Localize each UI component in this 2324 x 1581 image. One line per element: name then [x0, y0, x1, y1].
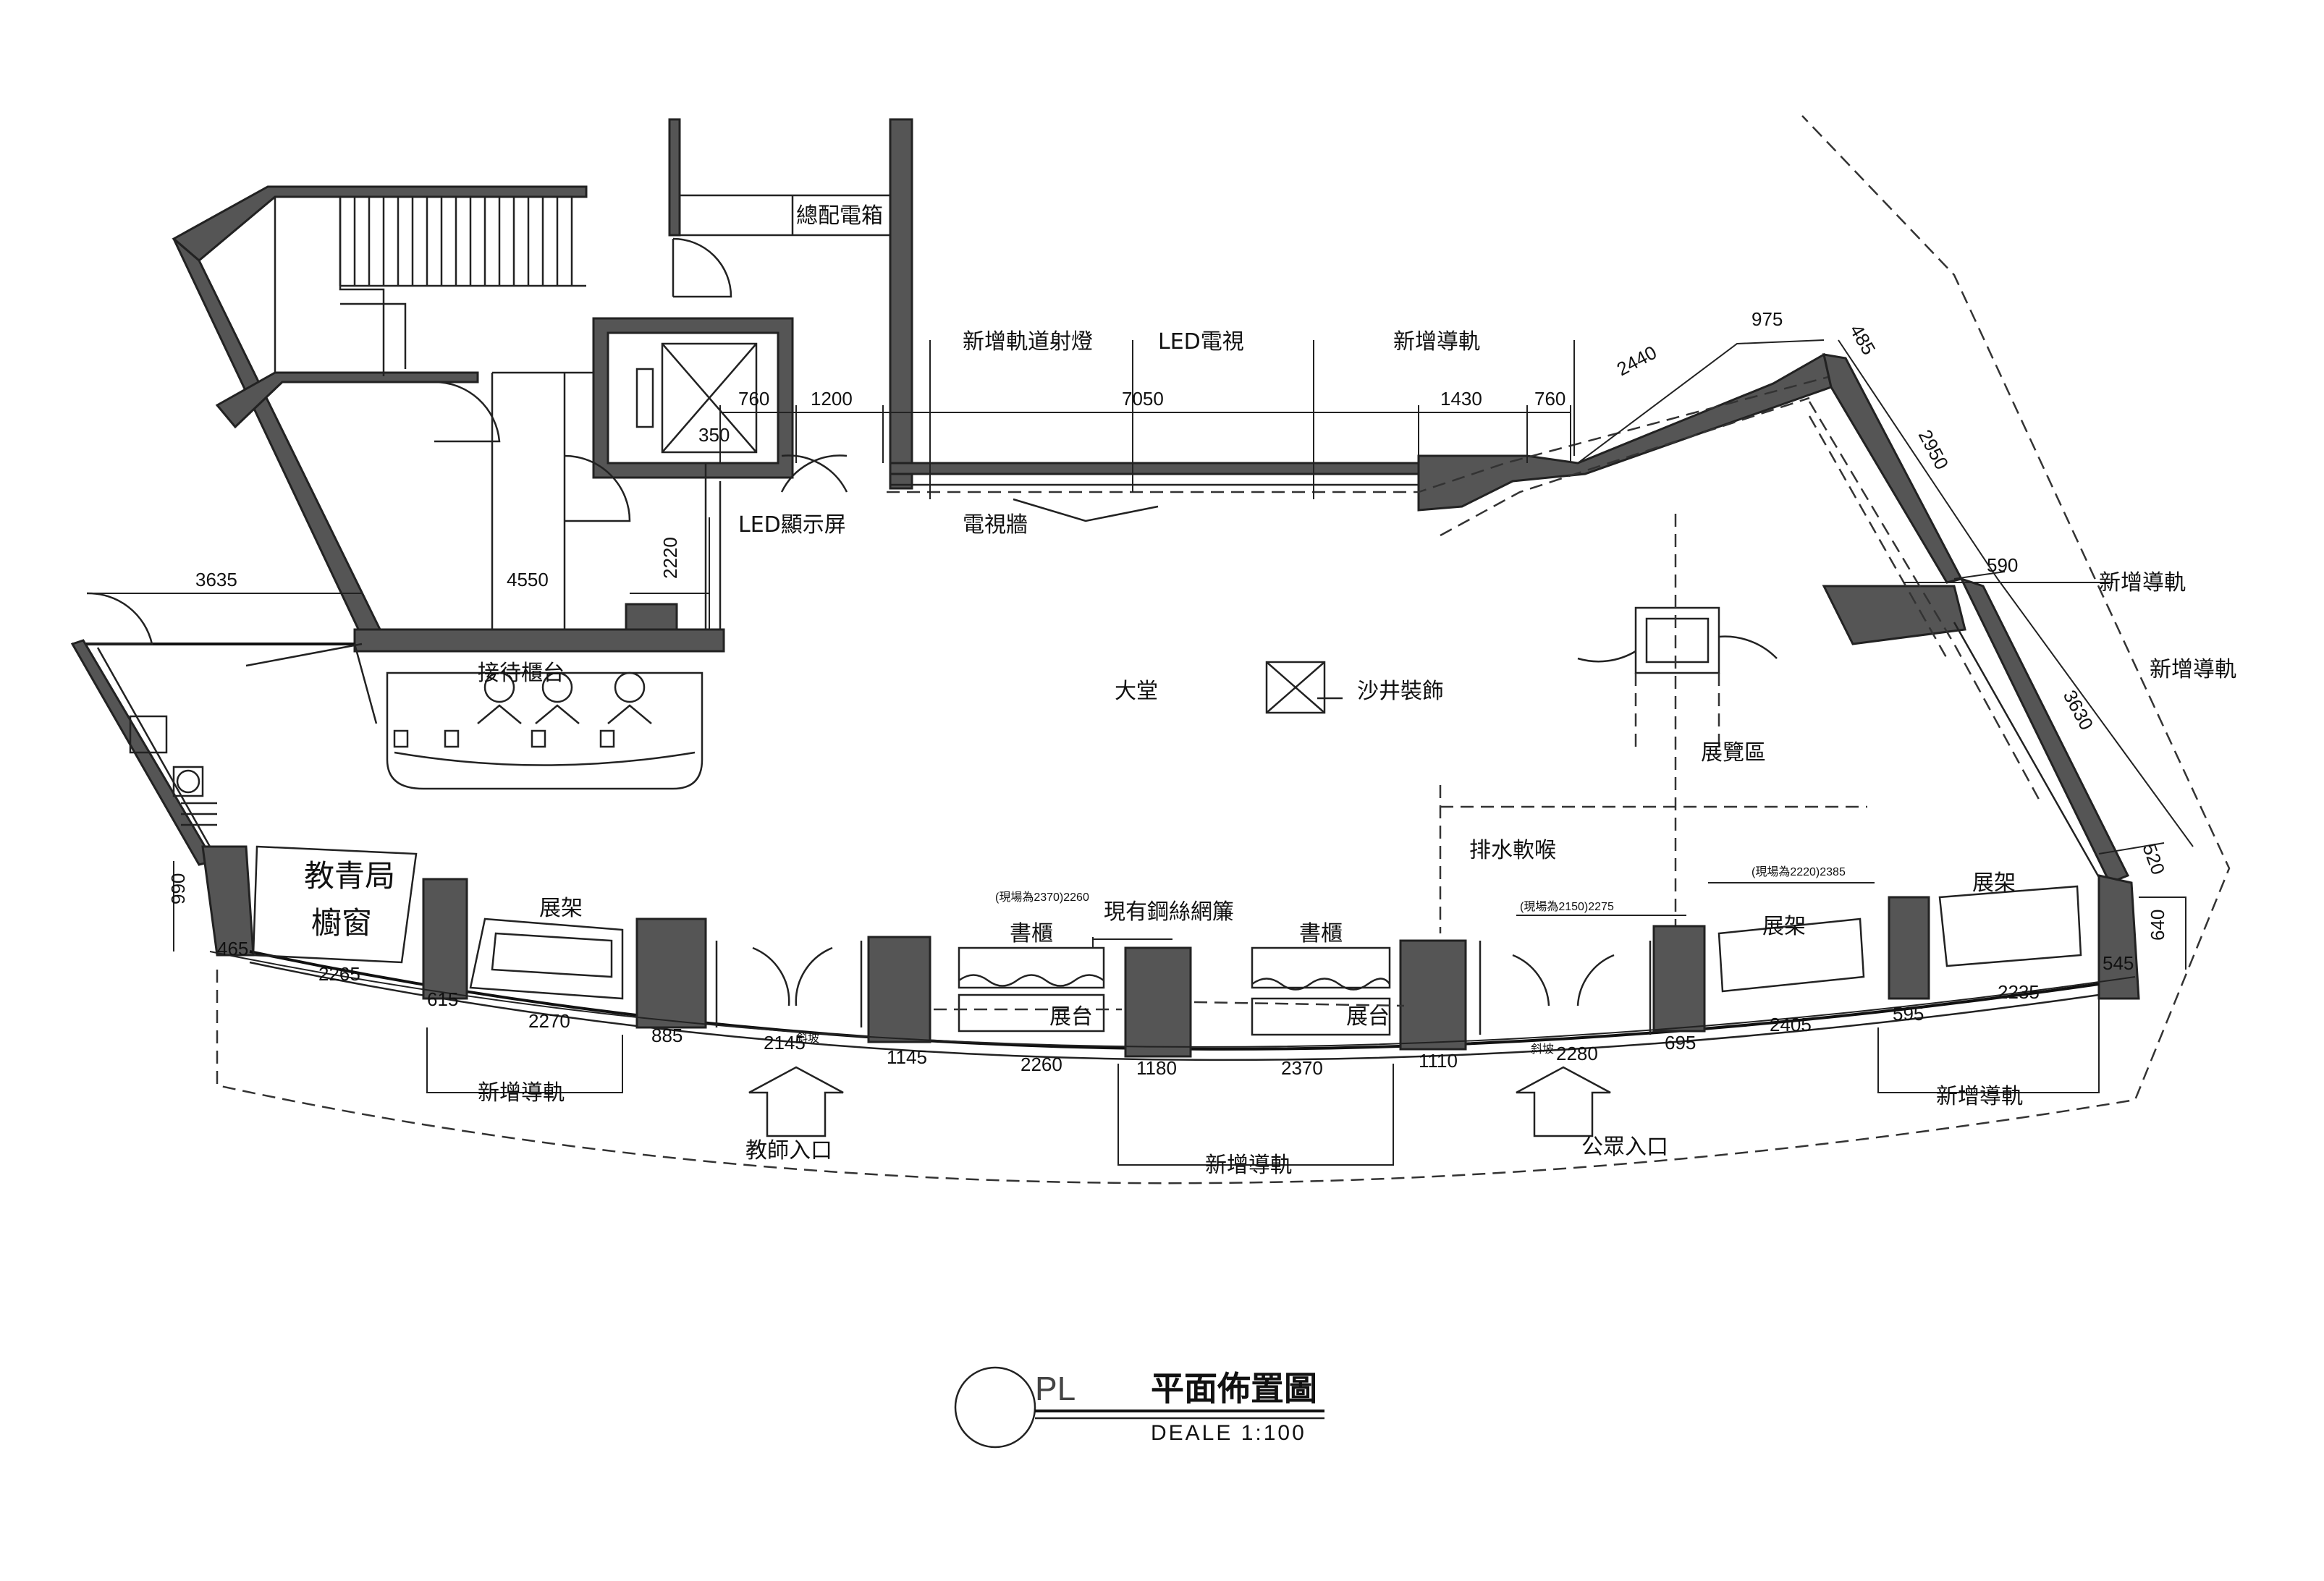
label-tv-wall: 電視牆 — [963, 512, 1028, 538]
label-shelf-3: 展架 — [1972, 870, 2016, 896]
dim-2220: 2220 — [659, 537, 681, 579]
title-code: PL — [1035, 1370, 1076, 1407]
label-stage-1: 展台 — [1049, 1004, 1093, 1030]
wall-switchboard-left — [668, 118, 681, 237]
dim-1110: 1110 — [1419, 1050, 1458, 1072]
public-entry-arrow-icon — [1516, 1066, 1611, 1137]
label-new-track-bottom2: 新增導軌 — [1205, 1153, 1292, 1178]
dim-3635: 3635 — [195, 569, 237, 590]
dim-590: 590 — [1987, 554, 2018, 576]
label-reception: 接待櫃台 — [478, 661, 565, 686]
edb-window-box — [252, 845, 418, 964]
dim-595: 595 — [1893, 1003, 1924, 1025]
dim-note-3: (現場為2220)2385 — [1752, 865, 1846, 878]
label-new-track-bottom1: 新增導軌 — [478, 1080, 565, 1106]
title-scale: DEALE 1:100 — [1151, 1421, 1306, 1445]
label-bookcase-2: 書櫃 — [1299, 921, 1343, 946]
dim-note-1: (現場為2370)2260 — [995, 891, 1089, 904]
label-edb-line1: 教青局 — [304, 858, 395, 894]
dim-2270: 2270 — [528, 1010, 570, 1032]
label-public-entry: 公眾入口 — [1581, 1135, 1668, 1160]
label-exhibition: 展覽區 — [1701, 740, 1766, 766]
sand-well — [1265, 661, 1343, 714]
wall-corridor-upper — [889, 118, 913, 490]
label-new-track-right1: 新增導軌 — [2099, 570, 2186, 595]
wall-right-lower — [1959, 577, 2130, 884]
dim-2235: 2235 — [1998, 981, 2040, 1003]
dim-1430: 1430 — [1440, 388, 1482, 410]
title-circle-icon — [954, 1366, 1036, 1449]
dim-545: 545 — [2103, 952, 2134, 974]
dim-2145: 2145 — [764, 1032, 806, 1054]
title-text: 平面佈置圖 — [1151, 1369, 1317, 1408]
dim-2405: 2405 — [1770, 1014, 1812, 1035]
dim-7050: 7050 — [1122, 388, 1164, 410]
label-ramp-1: 斜坡 — [796, 1032, 819, 1045]
dim-2265: 2265 — [318, 963, 360, 985]
dim-2440: 2440 — [1613, 342, 1660, 381]
dim-note-2: (現場為2150)2275 — [1520, 900, 1614, 913]
label-new-track-top: 新增導軌 — [1393, 329, 1480, 355]
dim-2950: 2950 — [1914, 426, 1953, 473]
label-new-track-right2: 新增導軌 — [2150, 657, 2236, 682]
dim-2260: 2260 — [1021, 1054, 1062, 1075]
dim-640: 640 — [2147, 910, 2168, 941]
dim-2370: 2370 — [1281, 1057, 1323, 1079]
dim-3630: 3630 — [2059, 687, 2098, 734]
wall-reception-top — [353, 628, 725, 653]
dim-4550: 4550 — [507, 569, 549, 590]
dim-975: 975 — [1752, 308, 1783, 330]
dim-2280: 2280 — [1556, 1043, 1598, 1064]
label-edb-line2: 櫥窗 — [311, 905, 372, 941]
stair-core — [172, 185, 588, 638]
lift-shaft — [592, 317, 794, 479]
dimension-lines — [87, 339, 2194, 1166]
label-stage-2: 展台 — [1346, 1004, 1390, 1030]
entry-doors — [715, 941, 1652, 1035]
label-led-display: LED顯示屏 — [738, 512, 846, 538]
label-teacher-entry: 教師入口 — [745, 1138, 832, 1164]
dim-760b: 760 — [1534, 388, 1565, 410]
dim-615: 615 — [427, 988, 458, 1010]
wall-right-column — [1822, 585, 1966, 645]
label-track-spotlight: 新增軌道射燈 — [963, 329, 1093, 355]
dim-350: 350 — [698, 424, 730, 446]
dim-695: 695 — [1665, 1032, 1696, 1054]
dim-885: 885 — [651, 1025, 683, 1046]
storefront-columns — [422, 878, 1930, 1058]
display-fixtures — [469, 885, 2082, 1036]
label-sand-well: 沙井裝飾 — [1357, 679, 1444, 704]
reception-counter — [386, 671, 703, 790]
dim-760a: 760 — [738, 388, 769, 410]
label-lobby: 大堂 — [1115, 679, 1158, 704]
dim-485: 485 — [1846, 321, 1880, 359]
label-new-track-bottom3: 新增導軌 — [1936, 1084, 2023, 1109]
exhibition-cabinet — [1577, 606, 1778, 753]
wall-bottom-right-block — [2097, 874, 2140, 1000]
label-shelf-2: 展架 — [1762, 914, 1806, 939]
site-boundary — [216, 115, 2231, 1184]
label-ramp-2: 斜坡 — [1531, 1043, 1554, 1056]
teacher-entry-arrow-icon — [748, 1066, 844, 1137]
dim-990: 990 — [167, 873, 189, 904]
dim-465: 465 — [217, 938, 248, 959]
label-led-tv: LED電視 — [1158, 329, 1244, 355]
label-main-switchboard: 總配電箱 — [796, 203, 883, 229]
label-bookcase-1: 書櫃 — [1010, 921, 1053, 946]
label-drain: 排水軟喉 — [1469, 838, 1556, 863]
dim-1145: 1145 — [887, 1046, 927, 1068]
wall-right-slant — [1822, 353, 1964, 584]
label-steel-curtain: 現有鋼絲網簾 — [1104, 899, 1234, 925]
title-block: PL 平面佈置圖 DEALE 1:100 — [954, 1366, 1324, 1449]
dim-1180: 1180 — [1136, 1057, 1177, 1079]
dim-520: 520 — [2138, 841, 2169, 878]
wall-tv — [889, 462, 1420, 475]
dim-1200: 1200 — [811, 388, 853, 410]
label-shelf-1: 展架 — [539, 896, 583, 921]
